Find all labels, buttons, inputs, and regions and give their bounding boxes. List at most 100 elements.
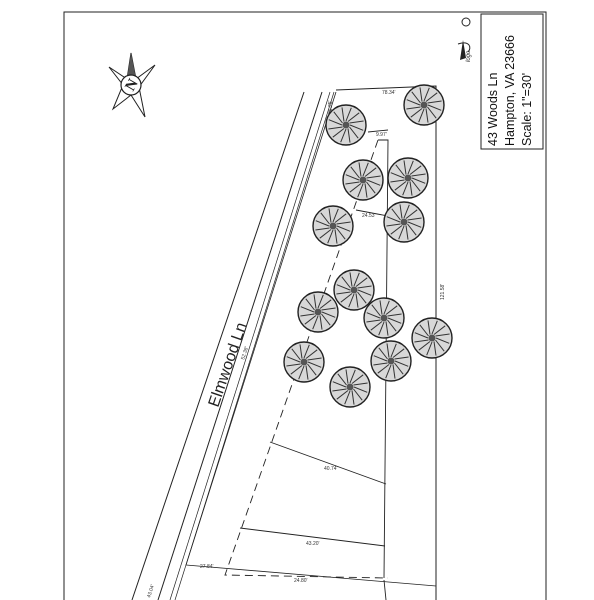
tree-branch <box>358 162 362 177</box>
tree-branch <box>390 343 397 358</box>
tree-branch <box>313 294 317 309</box>
tree-trunk <box>346 383 354 391</box>
tree-branch <box>319 315 323 330</box>
road-row-line-1 <box>169 91 331 600</box>
tree-branch <box>425 92 438 102</box>
tree-branch <box>414 332 429 339</box>
tree-branch <box>332 208 339 223</box>
tree-branch <box>315 220 330 227</box>
tree-trunk <box>300 358 308 366</box>
tree-branch <box>406 99 421 106</box>
dim-label: 86.25' <box>328 100 334 114</box>
tree-branch <box>307 357 322 361</box>
tree-branch <box>350 166 360 179</box>
tree-branch <box>409 181 413 196</box>
tree-branch <box>349 272 353 287</box>
tree-trunk <box>387 357 395 365</box>
tree-icon <box>383 201 425 243</box>
tree-branch <box>291 348 301 361</box>
tree-branch <box>391 208 401 221</box>
tree-branch <box>366 181 376 194</box>
tree-trunk <box>404 174 412 182</box>
tree-branch <box>366 319 381 323</box>
tree-branch <box>395 164 405 177</box>
property-boundary <box>185 85 437 600</box>
tree-branch <box>332 381 347 388</box>
title-block-box <box>480 13 544 150</box>
tree-icon <box>363 297 405 339</box>
tree-branch <box>407 217 422 221</box>
dim-label: 43.20' <box>306 541 320 547</box>
compass-ring <box>120 74 142 96</box>
tree-trunk <box>359 176 367 184</box>
tree-branch <box>333 111 343 124</box>
tree-branch <box>307 363 317 376</box>
tree-branch <box>427 106 437 119</box>
tree-branch <box>377 364 390 374</box>
tree-branch <box>385 364 392 379</box>
tree-branch <box>321 307 336 311</box>
north-arrow-icon: N <box>108 52 156 118</box>
tree-branch <box>319 229 332 239</box>
tree-branch <box>340 128 347 143</box>
tree-icon <box>312 205 354 247</box>
tree-branch <box>347 112 360 122</box>
tree-branch <box>357 183 364 198</box>
tree-branch <box>353 272 360 287</box>
tree-branch <box>411 173 426 177</box>
tree-branch <box>386 223 401 227</box>
tree-branch <box>392 348 405 358</box>
tree-branch <box>328 119 343 126</box>
tree-branch <box>407 221 422 228</box>
tree-branch <box>403 204 410 219</box>
tree-branch <box>403 160 407 175</box>
tree-branch <box>364 167 377 177</box>
tree-branch <box>332 128 345 138</box>
dim-label: 27.84' <box>200 564 214 570</box>
tree-branch <box>327 229 334 244</box>
tree-branch <box>405 225 409 240</box>
tree-branch <box>435 337 450 344</box>
tree-branch <box>336 390 349 400</box>
tree-branch <box>419 324 429 337</box>
tree-branch <box>409 165 422 175</box>
tree-branch <box>344 390 351 405</box>
tree-branch <box>336 284 351 291</box>
tree-branch <box>328 208 332 223</box>
tree-branch <box>298 365 305 380</box>
tree-branch <box>315 227 330 231</box>
tree-branch <box>370 321 383 331</box>
tree-trunk <box>428 334 436 342</box>
tree-branch <box>387 313 402 317</box>
tree-branch <box>351 390 355 405</box>
tree-branch <box>286 356 301 363</box>
tree-branch <box>307 361 322 368</box>
tree-icon <box>403 84 445 126</box>
tree-branch <box>336 225 351 232</box>
logo-swoosh <box>457 42 471 53</box>
tree-icon <box>329 366 371 408</box>
tree-branch <box>349 126 359 139</box>
tree-branch <box>366 175 381 179</box>
trees-layer <box>283 84 453 408</box>
dim-label: 43.04' <box>146 584 156 599</box>
tree-branch <box>304 315 317 325</box>
tree-branch <box>336 221 351 225</box>
tree-branch <box>357 285 372 289</box>
tree-trunk <box>400 218 408 226</box>
tree-branch <box>332 388 347 392</box>
tree-branch <box>321 311 336 318</box>
tree-branch <box>321 313 331 326</box>
tree-branch <box>340 293 353 303</box>
dim-label: 40.74' <box>324 466 338 472</box>
tree-branch <box>411 179 421 192</box>
tree-branch <box>407 160 414 175</box>
tree-branch <box>385 321 389 336</box>
dim-label: 78.34' <box>382 90 396 96</box>
tree-branch <box>406 106 421 110</box>
logo-text: logo <box>466 50 472 62</box>
tree-branch <box>433 341 437 356</box>
tree-branch <box>423 87 430 102</box>
tree-branch <box>328 126 343 130</box>
